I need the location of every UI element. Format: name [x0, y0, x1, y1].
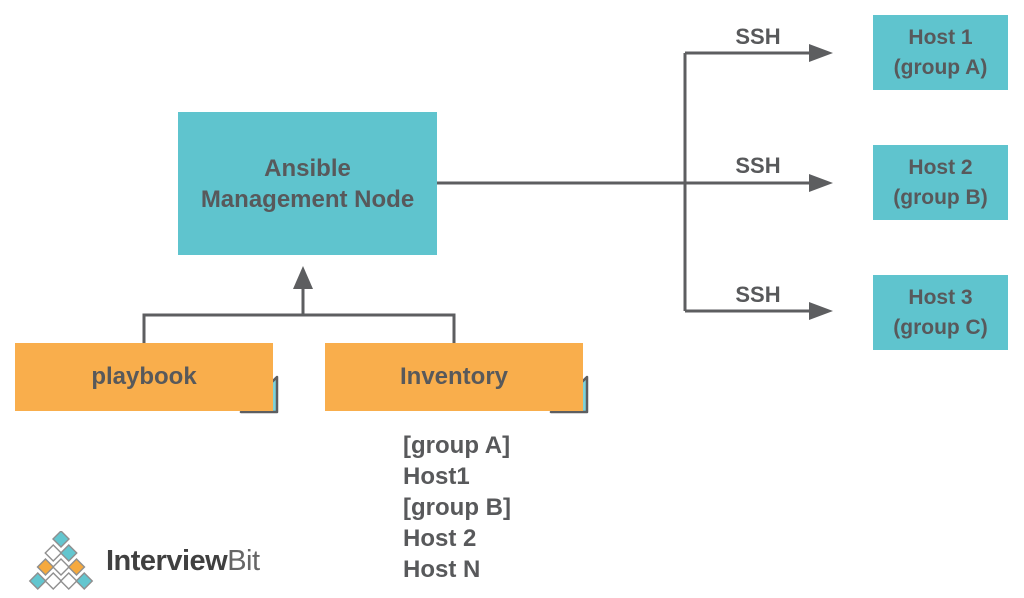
playbook-document: playbook [15, 343, 273, 411]
logo-diamond [59, 544, 78, 562]
inventory-listing-line: Host N [403, 556, 481, 583]
interviewbit-logo: InterviewBit [27, 531, 260, 591]
arrowhead-host-1 [809, 44, 833, 62]
logo-diamond [59, 572, 78, 590]
inventory-label: Inventory [399, 363, 509, 390]
ssh-label-2: SSH [735, 153, 781, 178]
logo-diamond [75, 572, 94, 590]
logo-pyramid-icon [28, 531, 94, 590]
logo-diamond [67, 558, 86, 576]
logo-diamond [28, 572, 47, 590]
host-1-box: Host 1 (group A) [873, 15, 1008, 90]
management-node-label-line2: Management Node [200, 185, 415, 213]
host-3-box: Host 3 (group C) [873, 275, 1008, 350]
host-1-label-line2: (group A) [893, 55, 988, 79]
arrowhead-management-node [293, 266, 313, 289]
playbook-label: playbook [91, 363, 197, 390]
host-2-box: Host 2 (group B) [873, 145, 1008, 220]
inventory-document: Inventory [325, 343, 583, 411]
inventory-listing-line: Host1 [403, 463, 470, 490]
ssh-label-1: SSH [735, 24, 781, 49]
host-2-label-line2: (group B) [893, 185, 988, 209]
host-3-label-line1: Host 3 [908, 285, 973, 309]
logo-text-interview: Interview [106, 544, 228, 577]
logo-diamond [52, 558, 70, 576]
host-2-label-line1: Host 2 [908, 155, 973, 179]
inventory-listing-line: [group B] [403, 494, 511, 521]
ssh-label-3: SSH [735, 282, 781, 307]
logo-diamond [36, 558, 55, 576]
host-3-label-line2: (group C) [893, 315, 988, 339]
logo-text-bit: Bit [227, 544, 260, 577]
inventory-listing-line: Host 2 [403, 525, 477, 552]
inventory-listing: [group A] Host1 [group B] Host 2 Host N [403, 430, 511, 585]
logo-diamond [44, 544, 63, 562]
logo-diamond [52, 531, 70, 548]
management-node-label-line1: Ansible [264, 154, 351, 182]
logo-wordmark: InterviewBit [106, 545, 260, 578]
ansible-management-node-box: Ansible Management Node [178, 112, 437, 255]
arrowhead-host-3 [809, 302, 833, 320]
host-1-label-line1: Host 1 [908, 25, 973, 49]
inventory-listing-line: [group A] [403, 432, 511, 459]
documents-branch-line [142, 313, 456, 343]
logo-diamond [44, 572, 63, 590]
arrowhead-host-2 [809, 174, 833, 192]
